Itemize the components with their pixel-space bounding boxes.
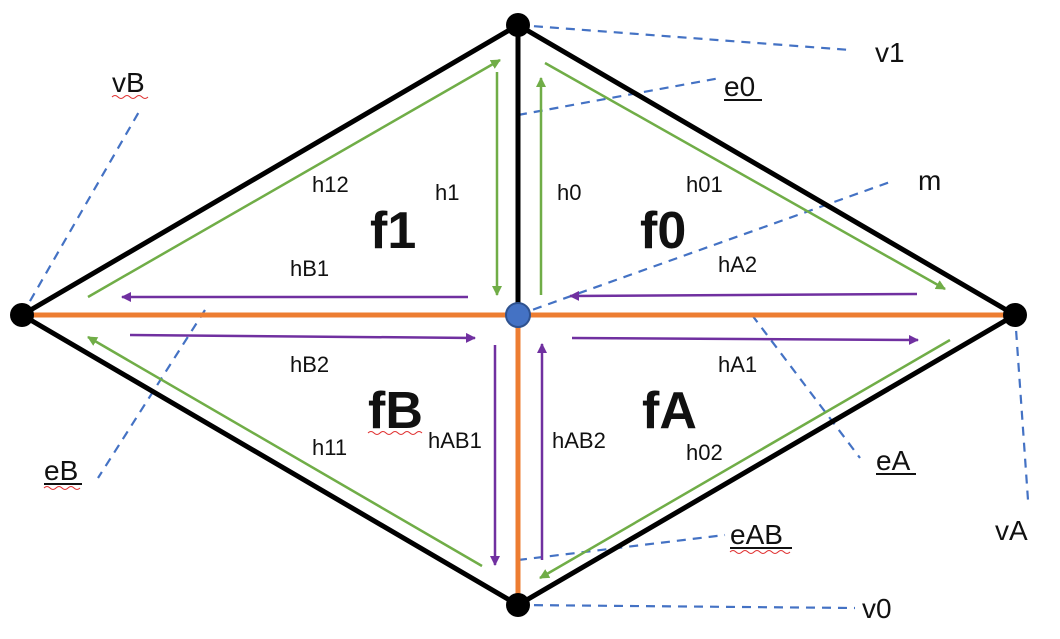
label-v0: v0	[862, 593, 892, 624]
hA1-arrow	[571, 334, 919, 345]
mesh-edges	[19, 22, 1018, 608]
label-hAB1: hAB1	[428, 428, 482, 453]
label-m: m	[918, 165, 941, 196]
face-label-f1: f1	[370, 202, 416, 260]
label-eAB: eAB	[730, 519, 783, 550]
label-h01: h01	[686, 172, 723, 197]
leader-vA	[1013, 314, 1030, 501]
label-hB1: hB1	[290, 256, 329, 281]
edge-vB-v1	[19, 22, 521, 318]
green-halfedges	[87, 58, 951, 580]
label-h02: h02	[686, 440, 723, 465]
face-label-fB: fB	[368, 382, 423, 440]
h02-arrow	[539, 338, 951, 580]
label-hAB2: hAB2	[552, 428, 606, 453]
edge-vA-v0	[515, 312, 1018, 608]
label-eA: eA	[876, 445, 911, 476]
leader-eB	[97, 309, 206, 479]
reference-labels: v1 e0 m vB eB eA vA eAB v0	[43, 37, 1028, 624]
leader-e0	[517, 76, 721, 117]
halfedge-labels: h12 h1 h0 h01 hB1 hA2 hB2 hA1 h11 hAB1 h…	[290, 172, 757, 465]
leader-v1	[517, 23, 851, 52]
label-v1: v1	[875, 37, 905, 68]
edge-v0-vB	[19, 312, 521, 608]
vertex-v1	[506, 13, 530, 37]
label-h12: h12	[312, 172, 349, 197]
purple-halfedges	[121, 290, 919, 566]
label-eB: eB	[44, 455, 78, 486]
label-hA1: hA1	[718, 352, 757, 377]
label-vB: vB	[112, 67, 145, 98]
leader-m	[517, 180, 891, 317]
label-hA2: hA2	[718, 252, 757, 277]
h11-arrow	[87, 335, 483, 568]
label-e0: e0	[724, 71, 755, 102]
face-label-fA: fA	[642, 382, 697, 440]
vertex-vA	[1003, 303, 1027, 327]
spellcheck-vB	[111, 95, 149, 99]
leader-v0	[517, 603, 856, 610]
leader-eA	[751, 314, 861, 459]
label-hB2: hB2	[290, 352, 329, 377]
spellcheck-eB	[43, 486, 81, 490]
leader-vB	[21, 109, 141, 316]
face-label-f0: f0	[640, 202, 686, 260]
vertex-v0	[506, 593, 530, 617]
hB2-arrow	[129, 332, 476, 343]
h12-arrow	[87, 58, 501, 299]
label-h0: h0	[557, 180, 581, 205]
label-h1: h1	[435, 180, 459, 205]
h01-arrow	[544, 61, 946, 291]
spellcheck-eAB	[729, 550, 791, 554]
vertex-midpoint-m	[505, 302, 531, 328]
label-h11: h11	[312, 435, 347, 460]
label-vA: vA	[995, 515, 1028, 546]
spellcheck-fB	[367, 431, 423, 435]
edge-v1-vA	[515, 22, 1018, 318]
vertex-vB	[10, 303, 34, 327]
hA2-arrow	[569, 290, 918, 301]
face-labels: f1 f0 fB fA	[367, 202, 697, 440]
vertices	[10, 13, 1027, 617]
